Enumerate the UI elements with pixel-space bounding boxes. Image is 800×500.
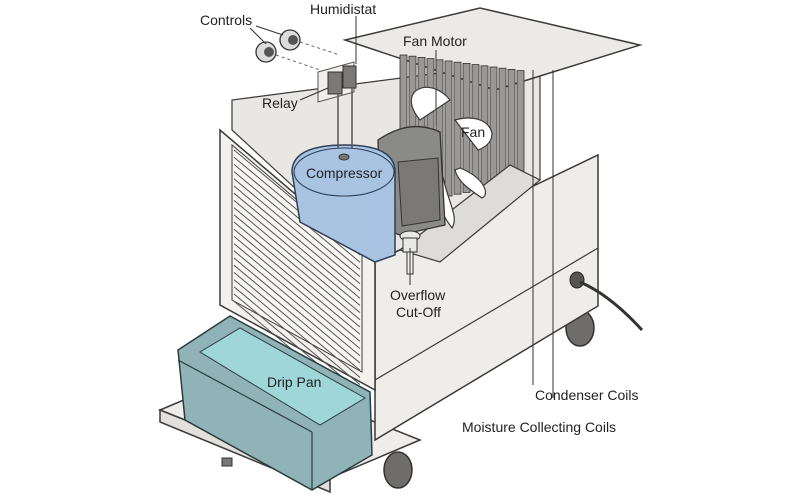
louver-slat xyxy=(233,185,361,292)
louver-slat xyxy=(233,178,361,285)
louver-slat xyxy=(233,192,361,299)
coil-fin xyxy=(498,67,507,186)
louver-slat xyxy=(233,214,361,321)
label-compressor: Compressor xyxy=(306,165,383,181)
louver-slat xyxy=(233,221,361,328)
label-controls: Controls xyxy=(200,12,252,28)
louver-slat xyxy=(233,257,361,364)
relay-humidistat xyxy=(317,61,357,148)
label-cutoff: Cut-Off xyxy=(396,304,441,320)
louver-slat xyxy=(233,243,361,349)
leader-lines xyxy=(249,16,554,398)
power-cord xyxy=(569,271,644,332)
louver-slat xyxy=(233,207,361,313)
louver-slat xyxy=(233,272,361,378)
label-humidistat: Humidistat xyxy=(310,1,376,17)
control-knobs xyxy=(255,29,341,71)
coil-fin xyxy=(489,66,498,188)
louver-slat xyxy=(233,236,361,342)
label-fan: Fan xyxy=(461,124,485,140)
compressor xyxy=(291,144,396,263)
coil-fin xyxy=(516,70,525,182)
label-condenser-coils: Condenser Coils xyxy=(535,387,639,403)
louver-slat xyxy=(233,171,361,277)
label-overflow: Overflow xyxy=(390,287,446,303)
louver-slat xyxy=(233,279,361,385)
louver-slat xyxy=(233,286,361,393)
label-drip-pan: Drip Pan xyxy=(267,374,321,390)
louver-slat xyxy=(233,228,361,335)
louver-slat xyxy=(233,164,361,270)
louver-slat xyxy=(233,264,361,371)
coil-fin xyxy=(444,60,453,197)
louver-slat xyxy=(233,156,361,263)
label-moisture-coils: Moisture Collecting Coils xyxy=(462,419,616,435)
louver-slat xyxy=(233,200,361,306)
label-relay: Relay xyxy=(262,95,298,111)
label-fan-motor: Fan Motor xyxy=(403,33,467,49)
drip-pan xyxy=(177,315,373,491)
louver-slat xyxy=(233,250,361,357)
fan-blades xyxy=(410,86,493,230)
